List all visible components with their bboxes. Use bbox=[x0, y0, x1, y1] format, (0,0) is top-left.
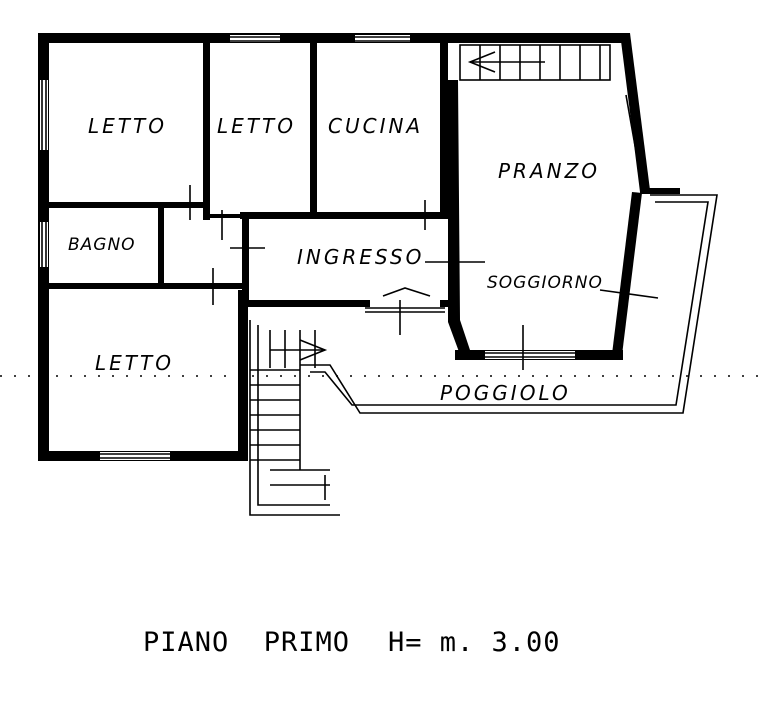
windows bbox=[40, 35, 647, 460]
stairs-top bbox=[459, 44, 611, 81]
room-label-ingresso: INGRESSO bbox=[297, 245, 424, 269]
interior-walls bbox=[45, 40, 458, 307]
room-label-letto-2: LETTO bbox=[217, 114, 296, 138]
room-label-poggiolo: POGGIOLO bbox=[440, 381, 571, 405]
reference-lines bbox=[0, 185, 760, 377]
room-label-letto-3: LETTO bbox=[95, 351, 174, 375]
stairs-bottom bbox=[249, 320, 340, 516]
caption-height: H= m. 3.00 bbox=[388, 627, 561, 658]
room-label-cucina: CUCINA bbox=[328, 114, 423, 138]
caption-floor: PIANO PRIMO bbox=[143, 627, 350, 658]
room-label-letto-1: LETTO bbox=[88, 114, 167, 138]
room-label-pranzo: PRANZO bbox=[498, 159, 600, 183]
room-label-bagno: BAGNO bbox=[68, 235, 136, 255]
room-label-soggiorno: SOGGIORNO bbox=[487, 273, 603, 293]
balcony-outline bbox=[300, 188, 718, 414]
